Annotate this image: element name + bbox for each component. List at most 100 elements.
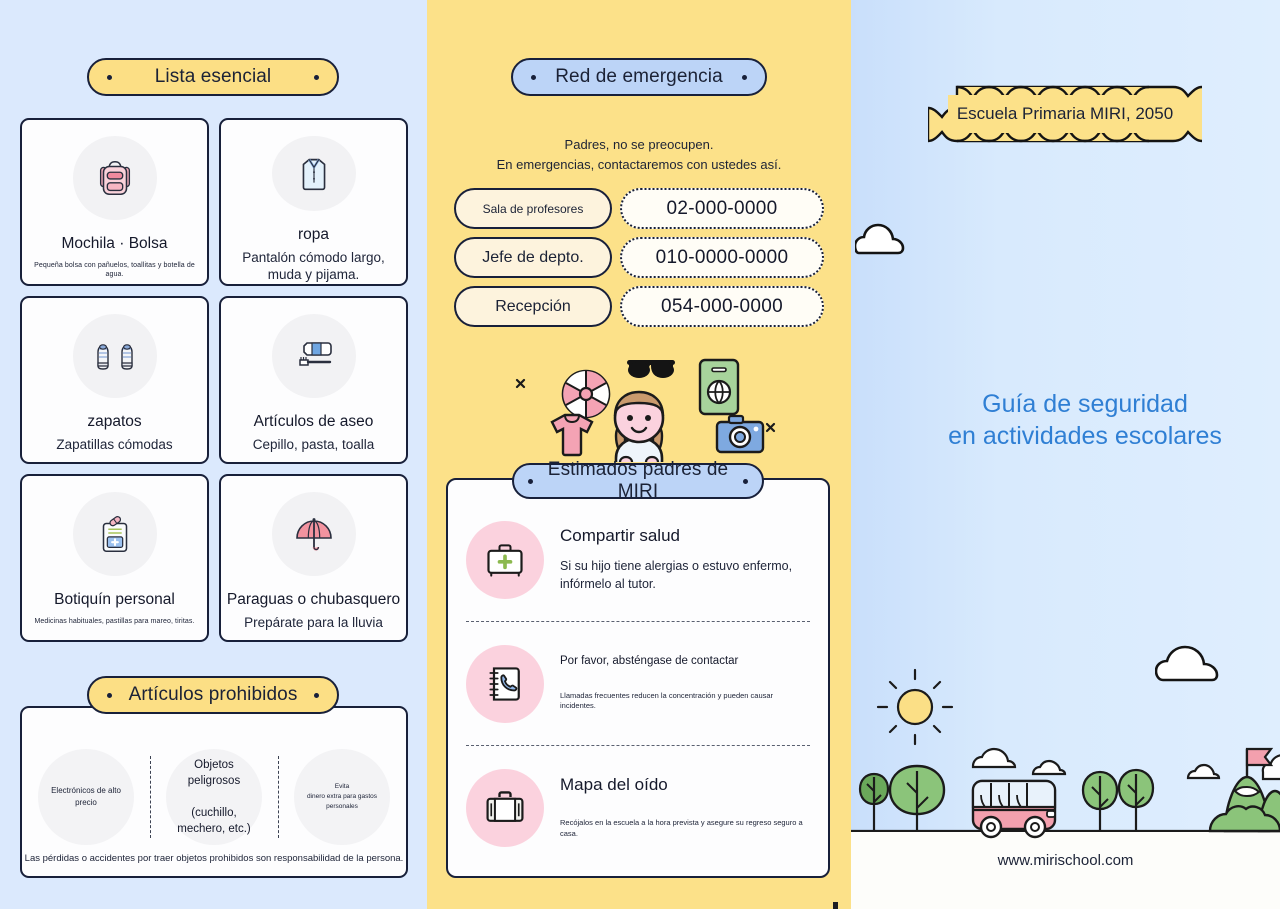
contact-label: Sala de profesores	[454, 188, 612, 229]
website-url[interactable]: www.mirischool.com	[997, 852, 1134, 869]
item-subtitle: Zapatillas cómodas	[56, 436, 173, 452]
cloud-icon	[853, 223, 905, 255]
cloud-left	[853, 215, 911, 262]
prohibited-circle: Objetos peligrosos (cuchillo, mechero, e…	[166, 749, 262, 845]
phone-book-icon	[489, 666, 520, 701]
icon-circle	[72, 492, 157, 576]
icon-circle	[72, 314, 157, 398]
parents-header-label: Estimados padres de MIRI	[547, 459, 729, 502]
contact-list: Sala de profesores 02-000-0000 Jefe de d…	[454, 188, 824, 335]
bullet-dot-left	[107, 692, 112, 698]
right-column: www.mirischool.com	[851, 0, 1280, 909]
scene-graphic	[851, 668, 1280, 909]
sneakers-icon	[96, 344, 133, 370]
cloud-icon	[1154, 645, 1219, 682]
prohibited-circle: Evita dinero extra para gastos personale…	[294, 749, 390, 845]
item-title: ropa	[297, 226, 330, 244]
tree-icon	[888, 764, 946, 831]
contact-row: Sala de profesores 02-000-0000	[454, 188, 824, 229]
prohibited-header-pill: Artículos prohibidos	[87, 676, 339, 714]
bullet-dot-left	[107, 74, 112, 80]
cloud-icon	[971, 747, 1017, 769]
icon-circle	[466, 520, 544, 599]
item-title: Botiquín personal	[54, 591, 175, 608]
prohibited-text: Evita dinero extra para gastos personale…	[306, 783, 378, 810]
parents-title: Por favor, absténgase de contactar	[560, 654, 739, 667]
bullet-dot-left	[531, 74, 536, 80]
prohibited-text: Electrónicos de alto precio	[51, 786, 121, 807]
emergency-note: Padres, no se preocupen. En emergencias,…	[496, 137, 782, 173]
item-title: Artículos de aseo	[253, 413, 374, 430]
cloud-right	[1154, 635, 1231, 688]
cloud-icon	[1186, 763, 1221, 780]
bullet-dot-right	[314, 692, 319, 698]
cloud-icon	[1031, 759, 1067, 776]
bullet-dot-right	[314, 74, 319, 80]
contact-number[interactable]: 02-000-0000	[620, 188, 824, 229]
item-subtitle: Pequeña bolsa con pañuelos, toallitas y …	[34, 261, 195, 278]
parents-notice-box: Compartir salud Si su hijo tiene alergia…	[446, 478, 830, 878]
parents-title: Mapa del oído	[560, 775, 668, 795]
parents-subtitle: Recójalos en la escuela a la hora previs…	[560, 817, 803, 838]
sun-icon	[876, 668, 954, 746]
item-card[interactable]: Botiquín personal Medicinas habituales, …	[20, 474, 209, 642]
parents-text: Mapa del oído Recójalos en la escuela a …	[560, 775, 810, 839]
icon-circle	[466, 644, 544, 723]
contact-number[interactable]: 054-000-0000	[620, 286, 824, 327]
left-header-label: Lista esencial	[154, 66, 272, 87]
item-title: zapatos	[87, 413, 142, 430]
tree-icon	[1081, 770, 1119, 831]
prohibited-header-label: Artículos prohibidos	[128, 684, 298, 705]
emergency-header-label: Red de emergencia	[555, 66, 723, 87]
parents-title: Compartir salud	[560, 526, 680, 546]
parents-row: Compartir salud Si su hijo tiene alergia…	[448, 498, 828, 621]
parents-header-pill: Estimados padres de MIRI	[512, 459, 764, 502]
page-title: Guía de seguridad en actividades escolar…	[948, 390, 1222, 450]
traveler-graphic	[515, 358, 776, 470]
cursor-marker	[833, 902, 838, 909]
umbrella-icon	[295, 518, 332, 551]
bottom-scene-illustration	[851, 659, 1280, 909]
icon-circle	[72, 136, 157, 220]
item-card[interactable]: Artículos de aseo Cepillo, pasta, toalla	[219, 296, 408, 464]
prohibited-items-box: Electrónicos de alto precio Objetos peli…	[20, 706, 408, 878]
contact-number[interactable]: 010-0000-0000	[620, 237, 824, 278]
essential-items-grid: Mochila · Bolsa Pequeña bolsa con pañuel…	[20, 118, 408, 642]
cloud-icon	[1261, 754, 1280, 781]
school-badge: Escuela Primaria MIRI, 2050	[928, 85, 1202, 143]
contact-label: Jefe de depto.	[454, 237, 612, 278]
parents-row: Por favor, absténgase de contactar Llama…	[448, 622, 828, 745]
bullet-dot-right	[743, 478, 748, 484]
tree-icon	[1117, 768, 1155, 831]
item-title: Paraguas o chubasquero	[226, 591, 401, 608]
parents-subtitle: Si su hijo tiene alergias o estuvo enfer…	[560, 558, 793, 591]
mountain-icon	[1208, 775, 1280, 833]
parents-subtitle: Llamadas frecuentes reducen la concentra…	[560, 690, 774, 711]
medical-case-icon	[487, 543, 523, 577]
prohibited-cell: Evita dinero extra para gastos personale…	[278, 742, 406, 852]
parents-text: Por favor, absténgase de contactar Llama…	[560, 655, 810, 713]
item-card[interactable]: ropa Pantalón cómodo largo, muda y pijam…	[219, 118, 408, 286]
item-card[interactable]: zapatos Zapatillas cómodas	[20, 296, 209, 464]
item-card[interactable]: Mochila · Bolsa Pequeña bolsa con pañuel…	[20, 118, 209, 286]
left-column: Lista esencial Mochila · Bolsa Pe	[0, 0, 427, 909]
icon-circle	[466, 768, 544, 847]
item-card[interactable]: Paraguas o chubasquero Prepárate para la…	[219, 474, 408, 642]
icon-circle	[271, 136, 356, 212]
flag-icon	[1245, 747, 1274, 777]
prohibited-circle: Electrónicos de alto precio	[38, 749, 134, 845]
item-subtitle: Medicinas habituales, pastillas para mar…	[34, 617, 195, 625]
backpack-icon	[99, 160, 130, 196]
item-subtitle: Pantalón cómodo largo, muda y pijama.	[242, 250, 385, 283]
contact-row: Recepción 054-000-0000	[454, 286, 824, 327]
parents-text: Compartir salud Si su hijo tiene alergia…	[560, 526, 792, 593]
traveler-illustration	[427, 352, 851, 470]
tree-icon	[858, 772, 890, 831]
school-badge-label: Escuela Primaria MIRI, 2050	[956, 104, 1174, 123]
emergency-header-pill: Red de emergencia	[511, 58, 767, 96]
divider	[466, 745, 810, 746]
divider	[466, 621, 810, 622]
prohibited-cell: Objetos peligrosos (cuchillo, mechero, e…	[150, 742, 278, 852]
first-aid-kit-icon	[102, 516, 127, 553]
